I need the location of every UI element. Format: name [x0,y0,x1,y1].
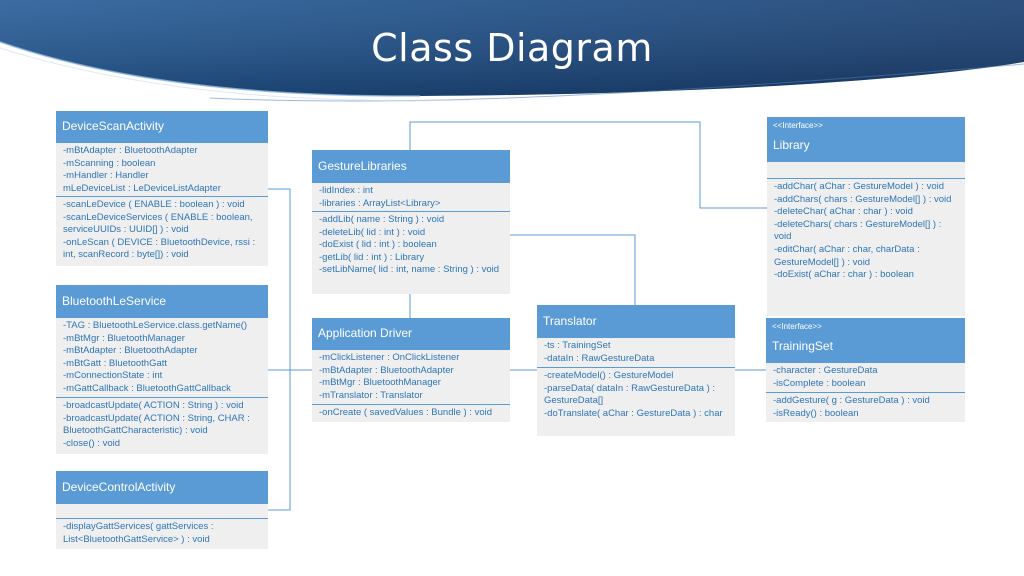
class-header: <<Interface>> TrainingSet [766,318,965,362]
operations-section: -createModel() : GestureModel -parseData… [537,367,735,436]
attribute: -mBtAdapter : BluetoothAdapter [319,364,454,376]
operation: -onLeScan ( DEVICE : BluetoothDevice, rs… [63,236,256,261]
class-header: <<Interface>> Library [767,117,965,161]
slide-title: Class Diagram [371,26,653,70]
class-name: BluetoothLeService [62,294,167,308]
class-name: DeviceControlActivity [62,480,176,494]
attribute: -libraries : ArrayList<Library> [319,197,441,209]
class-name: TrainingSet [772,339,833,353]
class-header: Translator [537,305,735,337]
operation: -addChars( chars : GestureModel[] ) : vo… [774,193,952,205]
attribute: -mBtAdapter : BluetoothAdapter [63,345,198,357]
connector-gesturelibraries-translator [510,234,636,305]
attribute: -mBtAdapter : BluetoothAdapter [63,145,198,156]
attributes-section: -character : GestureData -isComplete : b… [766,362,965,392]
attribute: -mConnectionState : int [63,370,163,382]
operations-section: -addLib( name : String ) : void -deleteL… [312,211,510,294]
class-name: DeviceScanActivity [62,119,165,133]
attributes-section: -lidIndex : int -libraries : ArrayList<L… [312,182,510,211]
class-header: GestureLibraries [312,150,510,182]
attributes-section: -ts : TrainingSet -dataIn : RawGestureDa… [537,337,735,367]
operations-section: -scanLeDevice ( ENABLE : boolean ) : voi… [56,196,268,266]
connectors [268,121,767,511]
title-banner [0,0,1024,102]
class-name: Library [773,138,810,152]
attribute: -lidIndex : int [319,185,373,196]
interface-library: <<Interface>> Library -addChar( aChar : … [767,117,965,316]
attribute: -TAG : BluetoothLeService.class.getName(… [63,320,248,331]
operation: -deleteChar( aChar : char ) : void [774,206,913,218]
operation: -getLib( lid : int ) : Library [319,251,425,263]
operations-section: -addGesture( g : GestureData ) : void -i… [766,392,965,422]
operation: -editChar( aChar : char, charData : Gest… [774,243,920,268]
operation: -createModel() : GestureModel [544,370,674,381]
operation: -addGesture( g : GestureData ) : void [773,395,930,406]
class-header: DeviceControlActivity [56,471,268,503]
attribute: -mTranslator : Translator [319,389,423,401]
attribute: -mHandler : Handler [63,170,149,182]
operation: -scanLeDevice ( ENABLE : boolean ) : voi… [63,199,245,210]
operation: -setLibName( lid : int, name : String ) … [319,264,500,276]
operation: -addLib( name : String ) : void [319,214,445,225]
operation: -isReady() : boolean [773,407,859,419]
class-application-driver: Application Driver -mClickListener : OnC… [312,318,510,422]
attribute: -dataIn : RawGestureData [544,352,655,364]
attributes-section: -mClickListener : OnClickListener -mBtAd… [312,349,510,404]
operation: -doExist( aChar : char ) : boolean [774,269,914,281]
class-device-control-activity: DeviceControlActivity -displayGattServic… [56,471,268,549]
operation: -doExist ( lid : int ) : boolean [319,239,437,251]
operation: -deleteChars( chars : GestureModel[] ) :… [774,218,942,243]
class-name: GestureLibraries [318,159,407,173]
class-name: Translator [543,314,597,328]
attribute: mLeDeviceList : LeDeviceListAdapter [63,182,221,194]
operations-section: -broadcastUpdate( ACTION : String ) : vo… [56,397,268,454]
attribute: -mBtMgr : BluetoothManager [319,377,441,389]
attributes-section: -TAG : BluetoothLeService.class.getName(… [56,317,268,397]
operations-section: -onCreate ( savedValues : Bundle ) : voi… [312,404,510,422]
class-header: BluetoothLeService [56,285,268,317]
class-translator: Translator -ts : TrainingSet -dataIn : R… [537,305,735,436]
class-device-scan-activity: DeviceScanActivity -mBtAdapter : Bluetoo… [56,111,268,266]
class-gesture-libraries: GestureLibraries -lidIndex : int -librar… [312,150,510,294]
interface-training-set: <<Interface>> TrainingSet -character : G… [766,318,965,422]
operation: -doTranslate( aChar : GestureData ) : ch… [544,407,723,419]
operation: -parseData( dataIn : RawGestureData ) : … [544,382,716,407]
attribute: -mGattCallback : BluetoothGattCallback [63,382,231,394]
stereotype-label: <<Interface>> [772,322,822,331]
operation: -broadcastUpdate( ACTION : String, CHAR … [63,412,250,437]
operations-section: -addChar( aChar : GestureModel ) : void … [767,178,965,316]
operation: -addChar( aChar : GestureModel ) : void [774,181,945,192]
attribute: -mBtMgr : BluetoothManager [63,332,185,344]
connector-gesturelibraries-library [409,121,767,209]
operation: -broadcastUpdate( ACTION : String ) : vo… [63,400,244,411]
attribute: -mScanning : boolean [63,157,156,169]
class-name: Application Driver [318,326,413,340]
attribute: -isComplete : boolean [773,377,866,389]
attributes-section [56,503,268,518]
operations-section: -displayGattServices( gattServices : Lis… [56,518,268,549]
operation: -displayGattServices( gattServices : Lis… [63,521,214,545]
attribute: -ts : TrainingSet [544,340,611,351]
class-bluetooth-le-service: BluetoothLeService -TAG : BluetoothLeSer… [56,285,268,454]
attributes-section: -mBtAdapter : BluetoothAdapter -mScannin… [56,142,268,196]
attribute: -character : GestureData [773,365,878,376]
operation: -close() : void [63,437,121,449]
class-header: Application Driver [312,318,510,349]
operation: -onCreate ( savedValues : Bundle ) : voi… [319,407,493,418]
class-header: DeviceScanActivity [56,111,268,142]
stereotype-label: <<Interface>> [773,121,823,130]
operation: -scanLeDeviceServices ( ENABLE : boolean… [63,211,253,236]
connector-left-bus [268,188,291,511]
operation: -deleteLib( lid : int ) : void [319,226,426,238]
attributes-section [767,161,965,178]
attribute: -mClickListener : OnClickListener [319,352,460,363]
attribute: -mBtGatt : BluetoothGatt [63,357,168,369]
